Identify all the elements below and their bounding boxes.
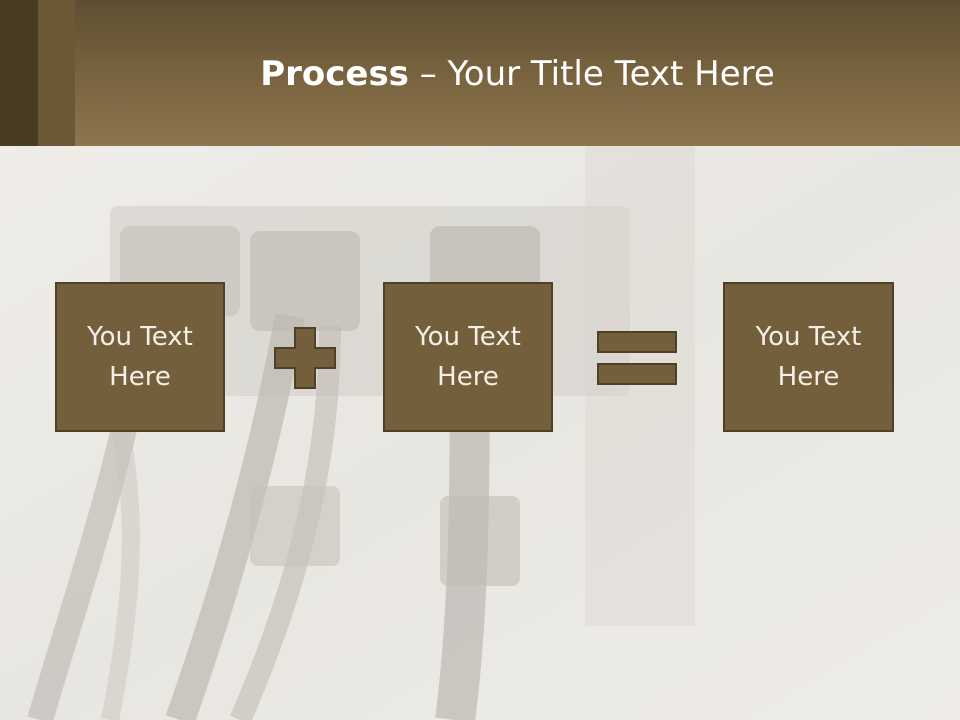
process-box-label: You Text Here <box>415 322 521 392</box>
title-bold: Process <box>260 54 409 94</box>
header-band: Process – Your Title Text Here <box>0 0 960 146</box>
title-rest: – Your Title Text Here <box>408 54 775 94</box>
accent-strip <box>38 0 75 146</box>
slide-title: Process – Your Title Text Here <box>75 52 960 96</box>
accent-strip <box>0 0 38 146</box>
process-box-1: You Text Here <box>55 282 225 432</box>
process-box-label: You Text Here <box>87 322 193 392</box>
process-box-3: You Text Here <box>723 282 894 432</box>
background-photo <box>0 146 960 720</box>
process-box-label: You Text Here <box>755 322 862 392</box>
process-box-2: You Text Here <box>383 282 553 432</box>
equals-icon <box>597 331 677 385</box>
plus-icon <box>274 327 336 389</box>
